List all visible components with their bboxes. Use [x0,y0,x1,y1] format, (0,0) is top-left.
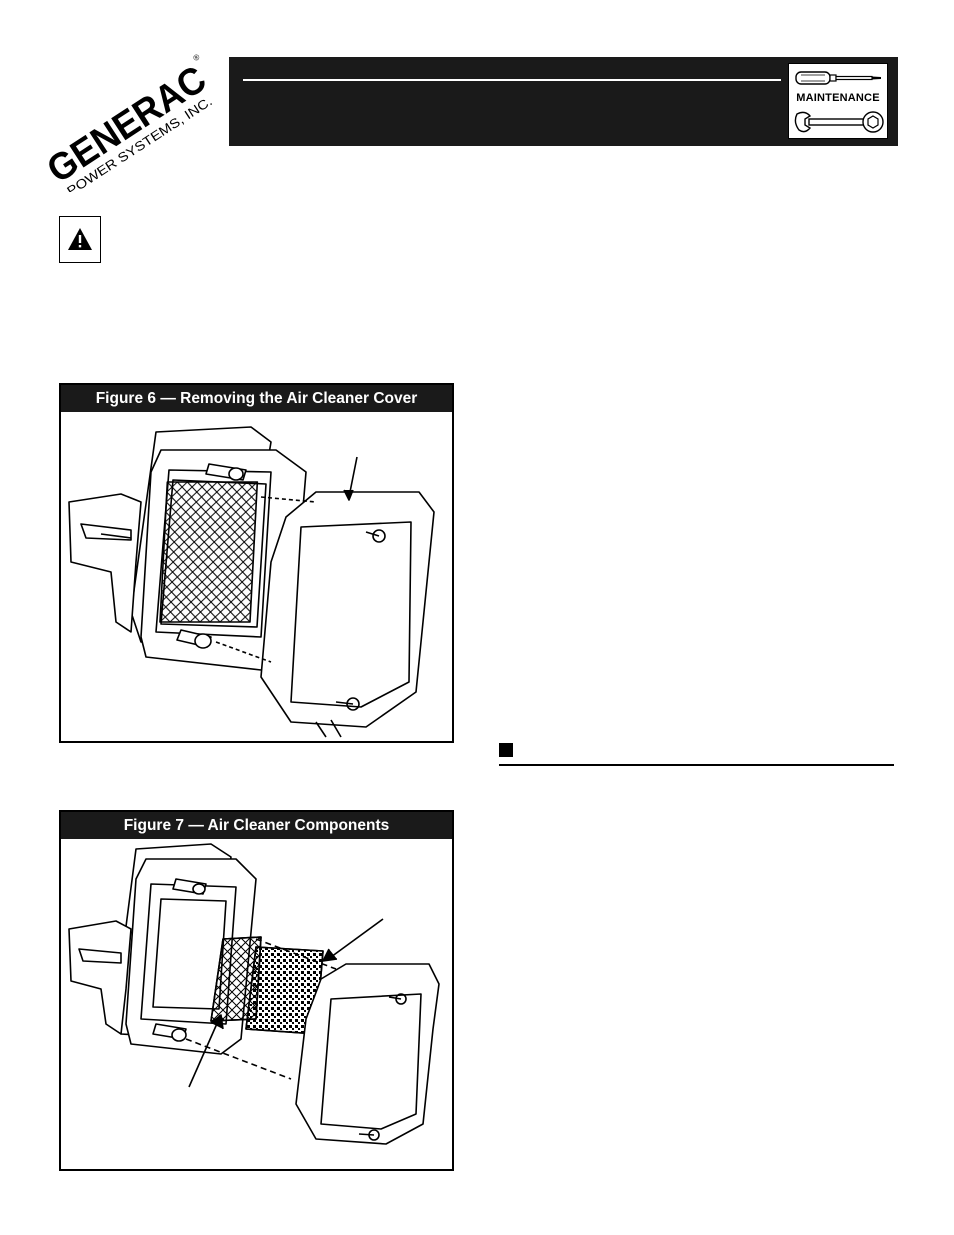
air-cleaner-components-illustration [68,843,440,1145]
figure-6-title: Figure 6 — Removing the Air Cleaner Cove… [61,385,452,412]
warning-icon [68,228,92,250]
header-bar [229,57,898,146]
svg-text:GENERAC: GENERAC [40,58,214,191]
air-cleaner-cover-illustration [68,426,435,738]
section-rule [499,764,894,766]
warning-icon-box [59,216,101,263]
figure-7: Figure 7 — Air Cleaner Components [59,810,454,1171]
figure-7-title: Figure 7 — Air Cleaner Components [61,812,452,839]
wrench-icon [794,111,884,133]
section-bullet [499,743,513,757]
header-rule [243,79,781,81]
figure-6: Figure 6 — Removing the Air Cleaner Cove… [59,383,454,743]
screwdriver-icon [795,71,881,85]
maintenance-badge: MAINTENANCE [788,63,888,139]
maintenance-label: MAINTENANCE [796,92,880,104]
generac-logo: GENERAC POWER SYSTEMS, INC. ® [38,52,233,198]
svg-text:®: ® [192,52,202,63]
